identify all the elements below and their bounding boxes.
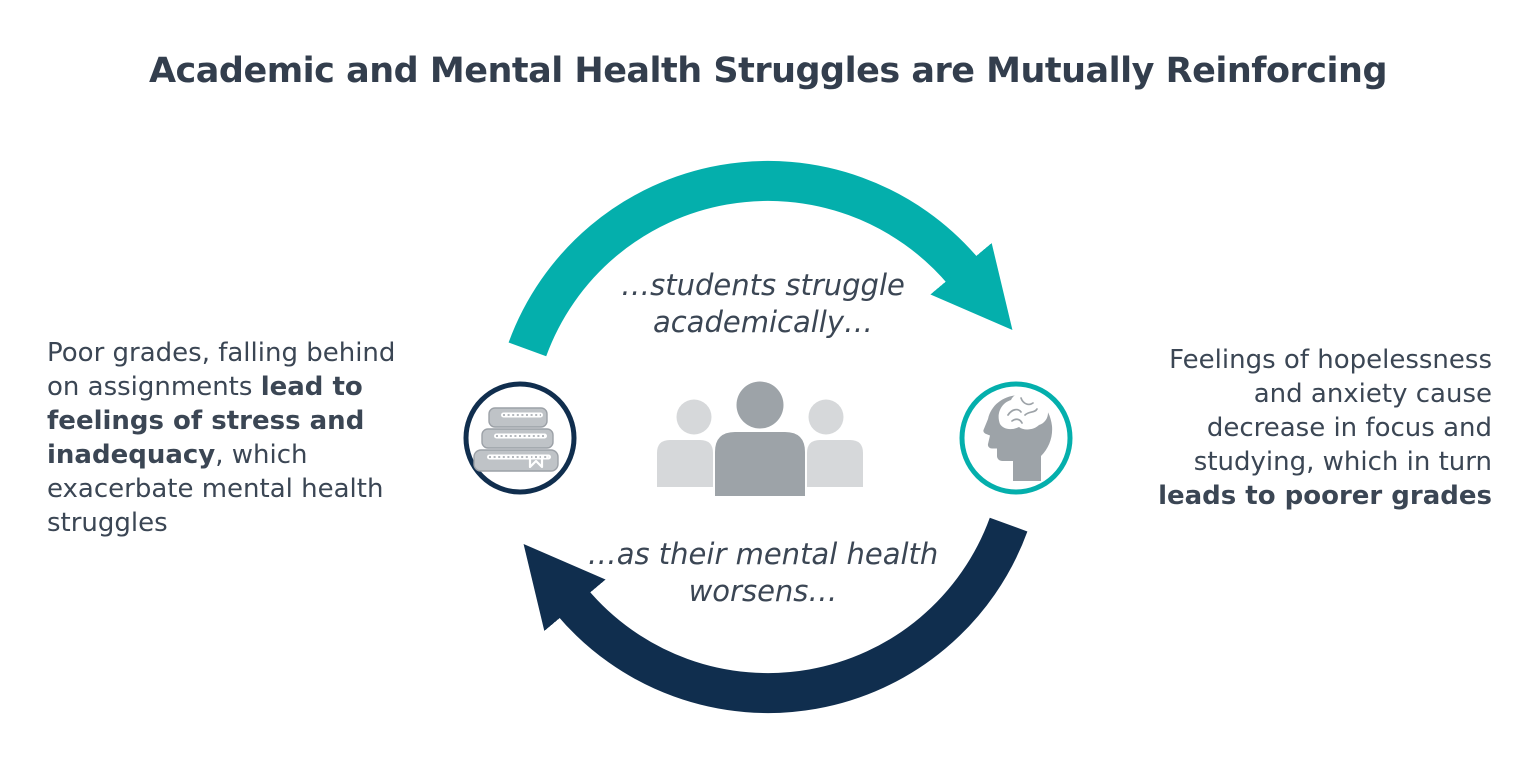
people-group-icon: [657, 381, 863, 496]
bottom-cycle-arrow: [523, 517, 1028, 714]
person-left-head: [676, 399, 712, 435]
top-cycle-label: …students struggle academically…: [621, 268, 905, 339]
person-right-head: [808, 399, 844, 435]
page-title: Academic and Mental Health Struggles are…: [148, 51, 1388, 91]
person-center-body: [715, 432, 805, 496]
brain-node: [959, 381, 1073, 495]
person-right-body: [807, 440, 863, 487]
books-icon: [473, 407, 559, 472]
person-center-head: [736, 381, 784, 429]
bottom-cycle-label: …as their mental health worsens…: [587, 537, 939, 608]
head-brain-icon: [983, 392, 1053, 481]
top-cycle-arrow: [508, 160, 1013, 357]
books-node: [463, 381, 577, 495]
person-left-body: [657, 440, 713, 487]
